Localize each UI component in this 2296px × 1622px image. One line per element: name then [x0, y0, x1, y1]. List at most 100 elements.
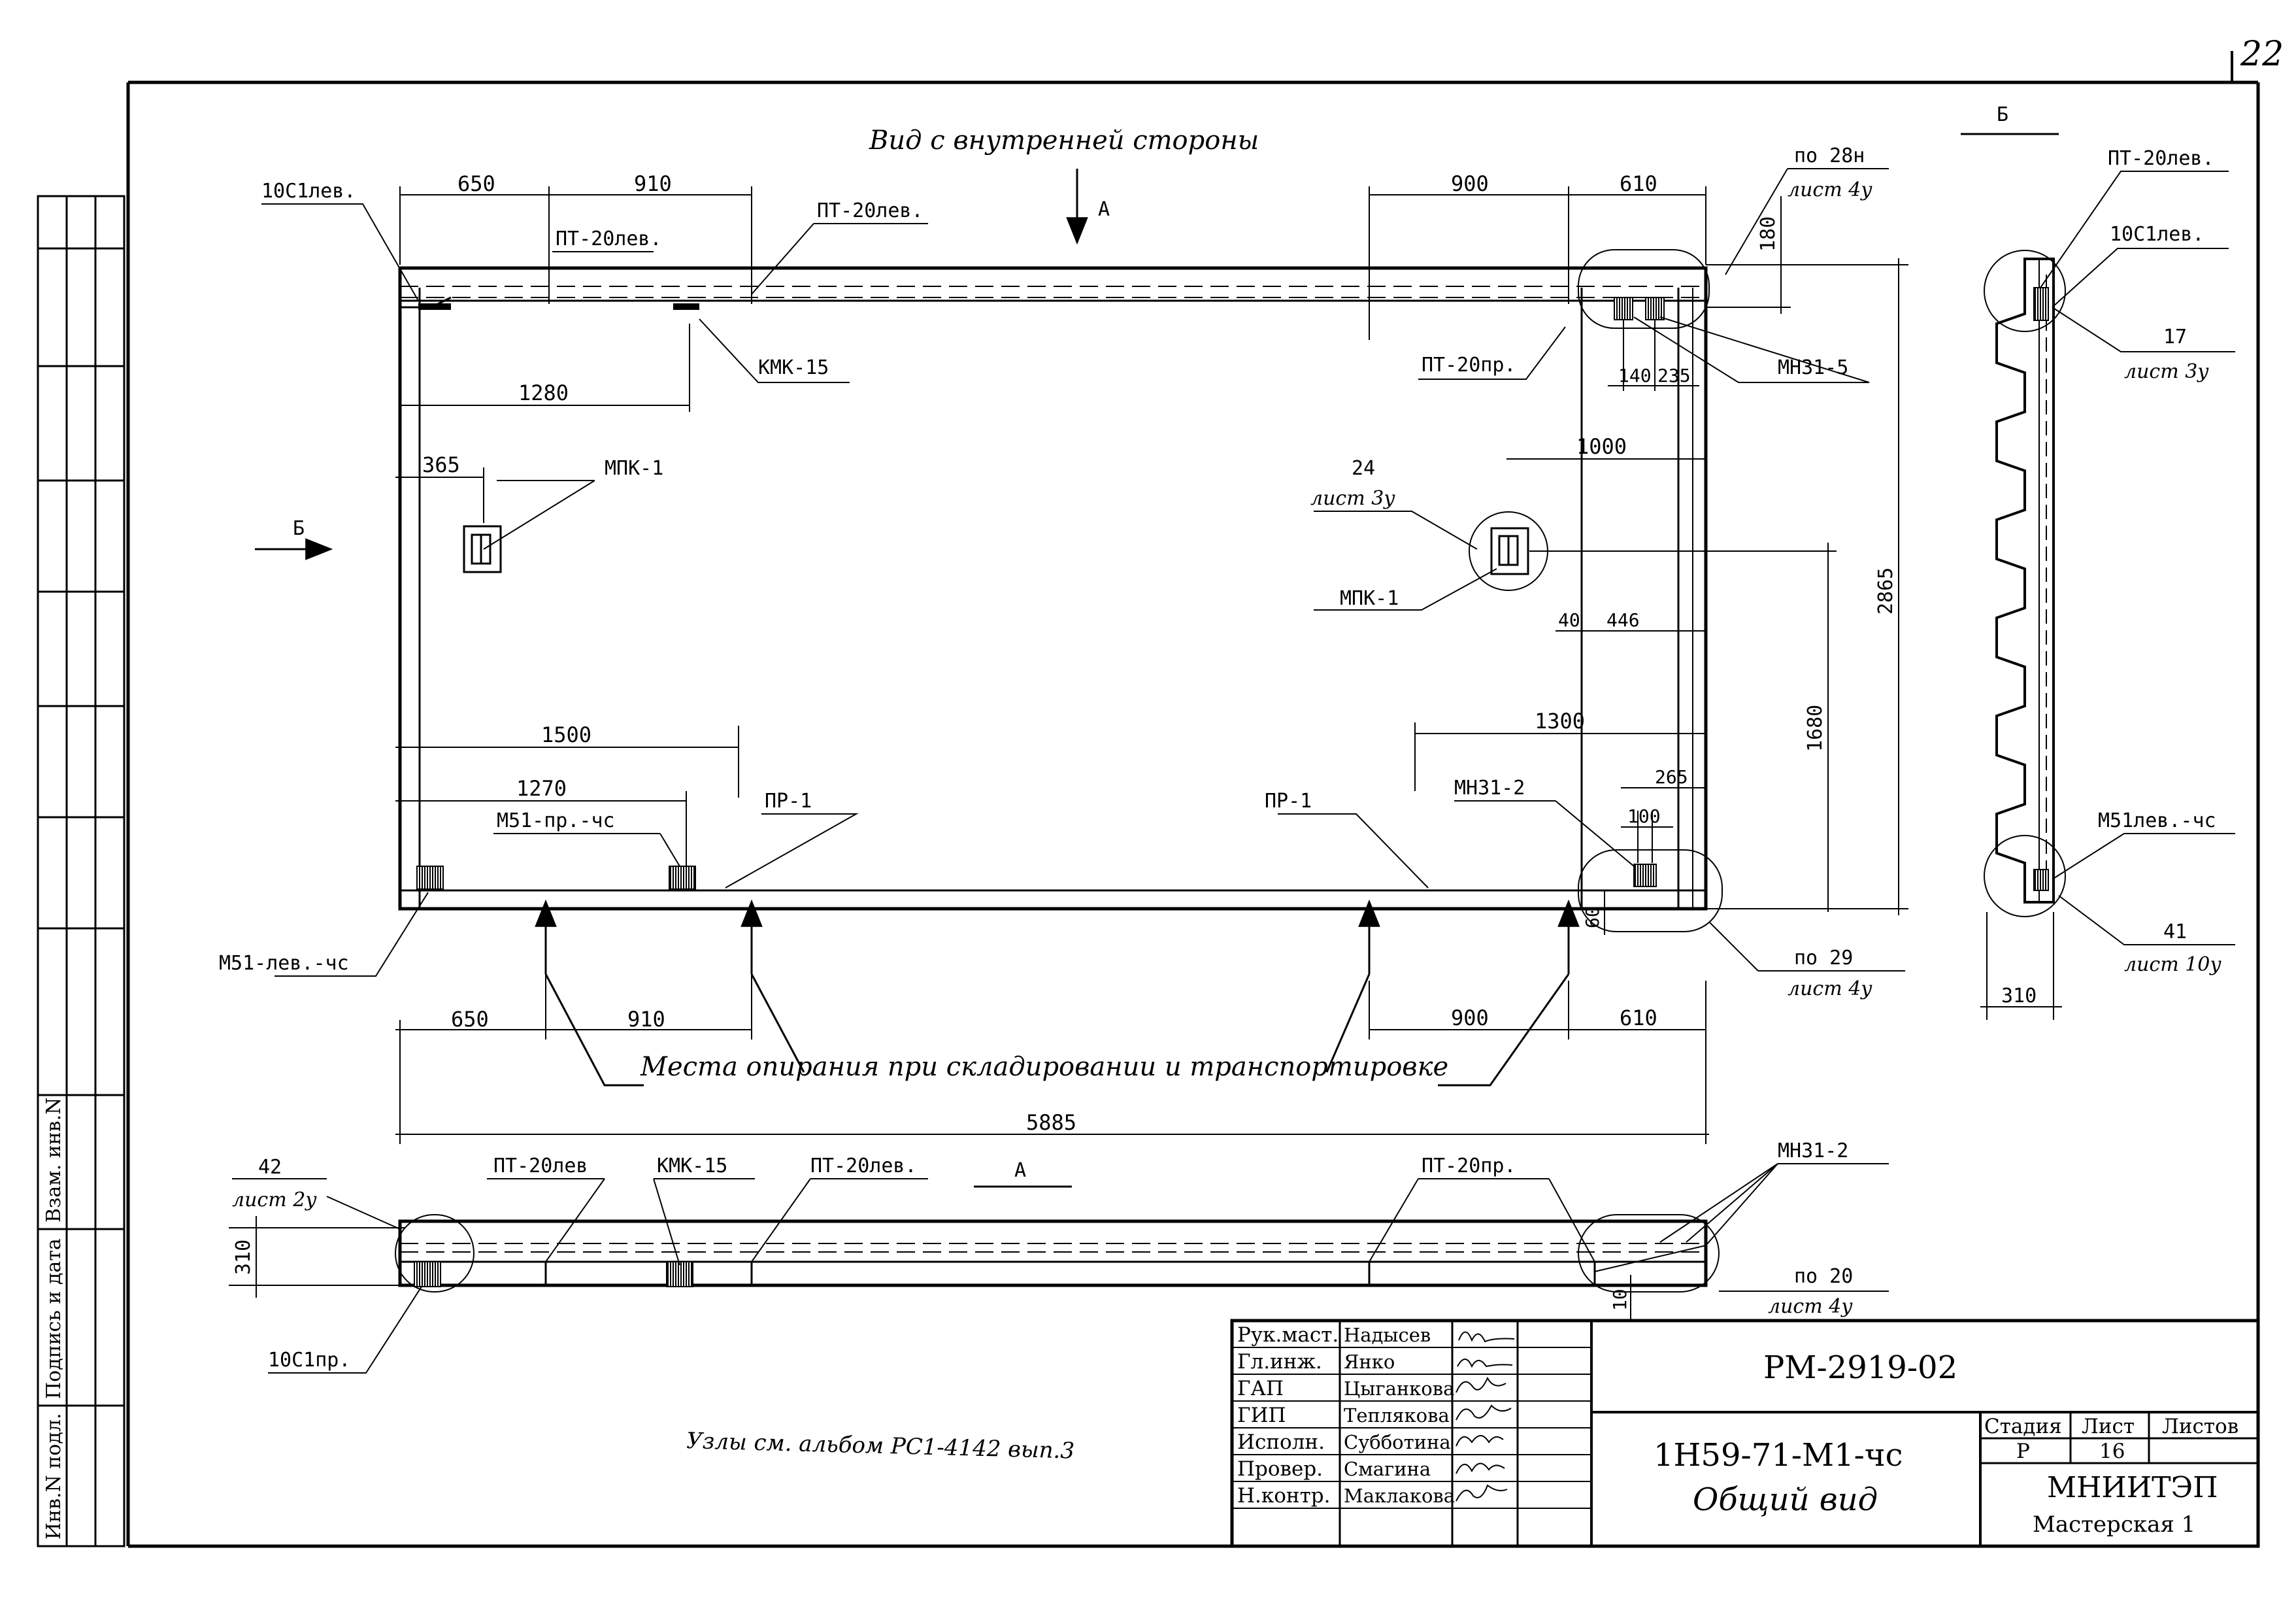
dim-650-bottom: 650 [451, 1007, 489, 1032]
left-binding-strip [37, 195, 125, 1547]
dim-1300-label: 1300 [1535, 709, 1585, 734]
label-m51-lev: М51-лев.-чс [219, 952, 349, 975]
dim-1280 [400, 324, 690, 412]
label-mn31-2-bot: МН31-2 [1778, 1140, 1848, 1162]
dim-140-235 [1608, 320, 1699, 391]
label-pt20lev-inner: ПТ-20лев. [556, 228, 662, 250]
label-pr1-right: ПР-1 [1265, 790, 1312, 813]
label-pt20pr-top: ПТ-20пр. [1422, 354, 1516, 377]
label-10c1lev-top: 10С1лев. [261, 180, 356, 203]
tb-name-3: Цыганкова [1344, 1377, 1454, 1400]
tb-role-7: Н.контр. [1237, 1484, 1330, 1508]
tb-role-1: Рук.маст. [1237, 1323, 1339, 1347]
panel-main-outline [398, 266, 1708, 911]
detail-callouts-main [1578, 249, 1723, 932]
supports-caption: Места опирания при складировании и транс… [640, 1052, 1448, 1082]
dim-180-label: 180 [1757, 216, 1780, 252]
view-b-label-section: Б [1997, 103, 2008, 126]
dim-900-bottom: 900 [1451, 1005, 1489, 1030]
label-list3u-17: лист 3у [2124, 360, 2209, 383]
dim-1680-label: 1680 [1804, 705, 1827, 752]
dim-1270 [395, 791, 687, 870]
tb-workshop: Мастерская 1 [2033, 1512, 2195, 1538]
label-pt20lev-bot2: ПТ-20лев. [810, 1155, 917, 1177]
leaders-section [2040, 171, 2235, 945]
leaders-plan [232, 1163, 1889, 1374]
dim-140-label: 140 [1618, 365, 1652, 386]
strip-inv-no-podl: Инв.N подл. [42, 1413, 65, 1540]
dim-1000-label: 1000 [1576, 434, 1627, 459]
label-list2u: лист 2у [232, 1189, 317, 1211]
dim-650-top: 650 [458, 171, 495, 196]
tb-role-5: Исполн. [1237, 1430, 1325, 1454]
label-kmk15-bot: КМК-15 [657, 1155, 727, 1177]
tb-stage-value: Р [2016, 1440, 2030, 1463]
dim-5885: 5885 [1026, 1110, 1076, 1135]
label-m51lev-side: М51лев.-чс [2098, 809, 2216, 832]
dim-610-bottom: 610 [1620, 1005, 1657, 1030]
label-10c1lev-side: 10С1лев. [2110, 223, 2204, 246]
label-mn31-5: МН31-5 [1778, 356, 1848, 379]
label-pt20lev-side: ПТ-20лев. [2108, 147, 2214, 170]
label-10c1pr: 10С1пр. [268, 1349, 350, 1372]
dim-310-bottom-label: 310 [232, 1240, 255, 1275]
title-block-grid [1230, 1319, 2260, 1548]
handwritten-note: Узлы см. альбом РС1-4142 вып.3 [686, 1428, 1075, 1464]
tb-name-6: Смагина [1344, 1458, 1431, 1480]
view-a-label-top: А [1098, 198, 1110, 221]
sheet-corner-number: 22 [2240, 35, 2284, 74]
dim-2865-label: 2865 [1874, 567, 1897, 615]
embedded-plates [416, 297, 1665, 890]
leaders-main [261, 168, 1905, 977]
dim-900-top: 900 [1451, 171, 1489, 196]
tb-sheet-title: Общий вид [1693, 1481, 1878, 1518]
label-kmk15-top: КМК-15 [758, 356, 829, 379]
dim-40-label: 40 [1558, 609, 1580, 631]
tb-name-4: Теплякова [1344, 1404, 1450, 1427]
tb-name-7: Маклакова [1344, 1485, 1455, 1507]
dim-265-label: 265 [1655, 766, 1688, 788]
label-42: 42 [258, 1156, 282, 1179]
dim-446-label: 446 [1606, 609, 1640, 631]
tb-name-1: Надысев [1344, 1324, 1431, 1346]
section-profile [1984, 250, 2066, 917]
dim-1680 [1529, 543, 1837, 912]
label-mn31-2-top: МН31-2 [1454, 777, 1525, 800]
dim-1270-label: 1270 [516, 776, 567, 801]
label-pt20lev-right: ПТ-20лев. [817, 199, 923, 222]
tb-doc-code: РМ-2919-02 [1763, 1349, 1957, 1386]
tb-role-3: ГАП [1237, 1377, 1284, 1400]
label-list4u-29: лист 4у [1788, 977, 1872, 1000]
support-arrows [535, 899, 1580, 1087]
tb-mark: 1Н59-71-М1-чс [1654, 1437, 1903, 1474]
dim-365-label: 365 [422, 452, 460, 477]
plan-embedded-parts [414, 1261, 1596, 1287]
label-pt20lev-bot1: ПТ-20лев [493, 1155, 588, 1177]
dim-310-side [1980, 912, 2062, 1020]
strip-podpis-data: Подпись и дата [42, 1238, 65, 1399]
tb-role-6: Провер. [1237, 1457, 1323, 1481]
view-a-label-bottom: А [1014, 1159, 1026, 1182]
label-pt20pr-bot: ПТ-20пр. [1422, 1155, 1516, 1177]
tb-name-2: Янко [1344, 1351, 1395, 1373]
label-m51-pr: М51-пр.-чс [497, 809, 615, 832]
panel-plan-outline [395, 1214, 1720, 1293]
dim-1300 [1414, 722, 1706, 791]
dim-910-top: 910 [634, 171, 672, 196]
label-17: 17 [2163, 326, 2187, 348]
sheet-frame [126, 51, 2260, 1548]
label-list4u-20: лист 4у [1768, 1295, 1853, 1318]
dim-10-label: 10 [1609, 1289, 1631, 1311]
dim-365 [395, 467, 484, 523]
tb-stage-label: Стадия [1984, 1415, 2062, 1438]
tb-signatures [1456, 1331, 1515, 1502]
dim-chain-top [399, 186, 1706, 340]
dim-1500-label: 1500 [541, 722, 591, 747]
lifting-loops-top [418, 303, 699, 310]
dim-chain-bottom [395, 968, 1709, 1144]
strip-vzam-inv: Взам. инв.N [42, 1098, 65, 1223]
dim-60-label: 60 [1582, 906, 1603, 928]
tb-org: МНИИТЭП [2047, 1471, 2218, 1504]
label-41: 41 [2163, 921, 2187, 943]
